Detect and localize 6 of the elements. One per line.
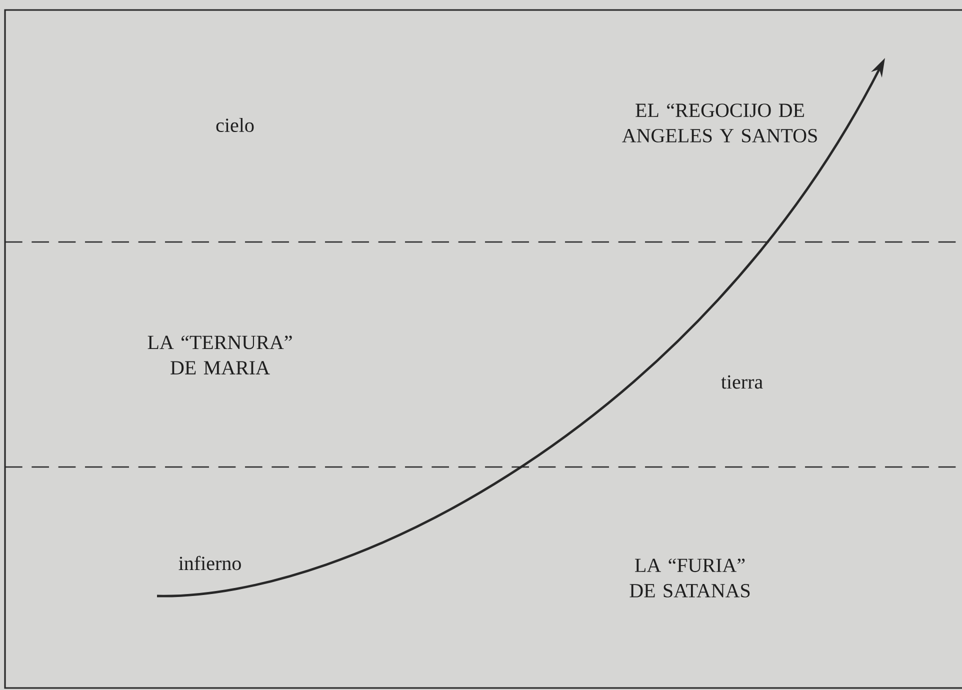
- region-label: infierno: [178, 556, 241, 570]
- band-caption: LA “FURIA” DE SATANAS: [630, 558, 750, 598]
- region-label: tierra: [721, 375, 763, 389]
- band-caption: LA “TERNURA” DE MARIA: [148, 336, 292, 374]
- band-caption: EL “REGOCIJO DE ANGELES Y SANTOS: [622, 104, 817, 142]
- region-label: cielo: [216, 118, 254, 132]
